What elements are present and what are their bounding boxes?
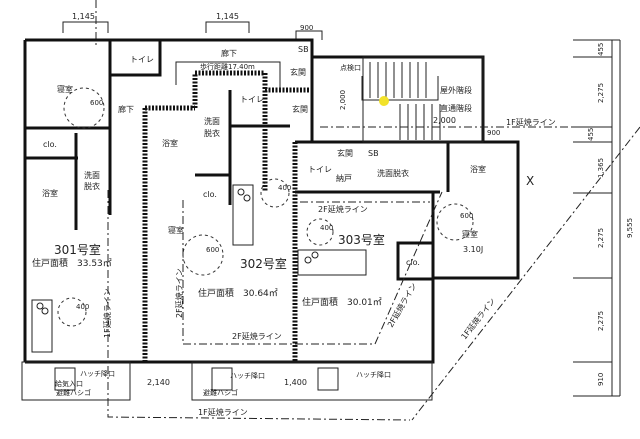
fire-line-1f-label: 1F延焼ライン (198, 407, 248, 417)
dim-right: 2,275 (597, 311, 605, 331)
dim-bottom-1: 2,140 (147, 378, 170, 387)
bedroom-label: 寝室 (57, 84, 73, 94)
bath-label: 浴室 (162, 138, 178, 148)
fixture-600: 600 (90, 99, 103, 107)
outdoor-stair (361, 56, 484, 143)
dim-right-total: 9,555 (626, 218, 634, 238)
hatch-label: ハッチ降口 (80, 369, 115, 378)
hall-label: 廊下 (118, 104, 134, 114)
closet-label: clo. (203, 190, 217, 199)
fixture-400: 400 (76, 303, 89, 311)
dim-right: 1,365 (597, 158, 605, 178)
stair-width: 2,000 (433, 116, 456, 125)
corridor-label: 廊下 (221, 48, 237, 58)
entrance-label: 玄関 (292, 104, 308, 114)
stair-depth: 2,000 (339, 90, 347, 110)
bedroom-label: 寝室 (168, 225, 184, 235)
toilet-label: トイレ (130, 55, 154, 64)
sb-label: SB (368, 149, 379, 158)
stair-label-2: 直通階段 (440, 103, 472, 113)
closet-label: clo. (406, 258, 420, 267)
dimension-top (62, 0, 323, 45)
unit-301-number: 301号室 (54, 242, 101, 257)
fixture-400: 400 (320, 224, 333, 232)
unit-303-area: 住戸面積 30.01㎡ (302, 296, 382, 308)
stair-side: 900 (487, 129, 500, 137)
fixture-600: 600 (206, 246, 219, 254)
fire-line-2f-label: 2F延焼ライン (318, 204, 368, 214)
tatami-label: 3.10J (463, 245, 483, 254)
dim-right: 2,275 (597, 83, 605, 103)
wash-label: 洗面 (84, 170, 100, 180)
fire-line-1f-label: 1F延焼ライン (102, 288, 112, 338)
walk-distance: 歩行距離17.40m (200, 62, 255, 71)
dim-right: 455 (587, 128, 595, 141)
ladder-label: 避難ハシゴ (56, 388, 91, 397)
x-marker: X (526, 174, 534, 188)
toilet-label: トイレ (240, 95, 264, 104)
entrance-label: 玄関 (290, 67, 306, 77)
fire-line-2f-label: 2F延焼ライン (232, 331, 282, 341)
fixture-400: 400 (278, 184, 291, 192)
bath-label: 浴室 (470, 164, 486, 174)
dim-right: 2,275 (597, 228, 605, 248)
inlet-label: 給気入口 (55, 379, 83, 388)
unit-302-area: 住戸面積 30.64㎡ (198, 287, 278, 299)
dim-bottom-2: 1,400 (284, 378, 307, 387)
dress-label: 脱衣 (204, 128, 220, 138)
unit-302-number: 302号室 (240, 256, 287, 271)
entrance-label: 玄関 (337, 148, 353, 158)
wash-label: 洗面 (204, 116, 220, 126)
fixture-circles (57, 87, 474, 327)
ladder-label: 避難ハシゴ (203, 388, 238, 397)
bedroom-label: 寝室 (462, 229, 478, 239)
highlight-marker (379, 96, 389, 106)
fire-line-1f-label: 1F延焼ライン (506, 117, 556, 127)
balconies (21, 361, 433, 401)
unit-301-area: 住戸面積 33.53㎡ (32, 257, 112, 269)
stair-label-1: 屋外階段 (440, 85, 472, 95)
dress-label: 脱衣 (84, 181, 100, 191)
bath-label: 浴室 (42, 188, 58, 198)
fire-line-2f-label: 2F延焼ライン (385, 281, 419, 329)
walk-route (175, 61, 281, 90)
fire-spread-lines (107, 126, 640, 421)
washroom-label: 洗面脱衣 (377, 168, 409, 178)
toilet-label: トイレ (308, 165, 332, 174)
closet-label: clo. (43, 140, 57, 149)
unit-303-number: 303号室 (338, 232, 385, 247)
fixture-600: 600 (460, 212, 473, 220)
dim-top-3: 900 (300, 24, 313, 32)
fire-line-2f-label: 2F延焼ライン (174, 268, 184, 318)
dim-right: 455 (597, 43, 605, 56)
kitchen-counters (31, 184, 367, 353)
sb-label: SB (298, 45, 309, 54)
hatch-label: ハッチ降口 (230, 371, 265, 380)
dim-right: 910 (597, 373, 605, 386)
inspection-hatch: 点検口 (340, 63, 361, 72)
hatch-label: ハッチ降口 (356, 370, 391, 379)
dim-top-1: 1,145 (72, 12, 95, 21)
dimension-right (573, 39, 621, 397)
storage-label: 納戸 (336, 173, 352, 183)
dim-top-2: 1,145 (216, 12, 239, 21)
